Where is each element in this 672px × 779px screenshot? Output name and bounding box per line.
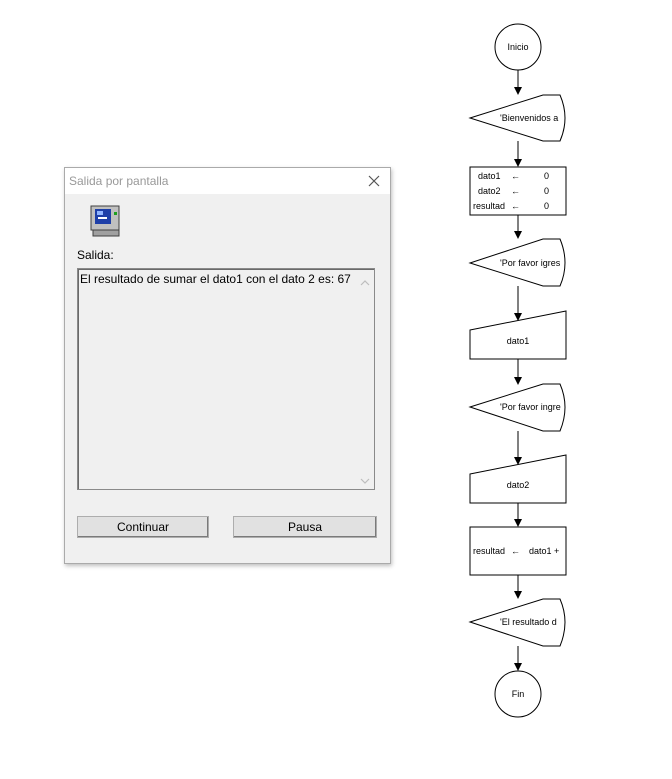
vertical-scrollbar[interactable] — [357, 270, 373, 488]
start-node: Inicio — [494, 23, 542, 71]
input-node-1-label: dato1 — [507, 336, 530, 346]
output-label: Salida: — [77, 248, 114, 262]
output-textarea[interactable]: El resultado de sumar el dato1 con el da… — [77, 268, 375, 490]
output-node-4: 'El resultado d — [468, 598, 566, 647]
output-node-1: 'Bienvenidos a — [468, 94, 566, 142]
dialog-titlebar: Salida por pantalla — [65, 168, 390, 194]
output-node-3: 'Por favor ingre — [468, 383, 566, 432]
chevron-up-icon[interactable] — [360, 275, 370, 286]
assign-var: resultad — [473, 546, 505, 556]
output-node-1-label: 'Bienvenidos a — [500, 113, 558, 123]
input-node-2-label: dato2 — [507, 480, 530, 490]
init-assign-node: dato1 dato2 resultad ← ← ← 0 0 0 — [469, 166, 567, 216]
start-label: Inicio — [507, 42, 528, 52]
assign-expr: dato1 + — [529, 546, 559, 556]
init-value-1: 0 — [544, 171, 549, 181]
sum-assign-node: resultad ← dato1 + — [469, 526, 567, 576]
output-text: El resultado de sumar el dato1 con el da… — [80, 272, 351, 286]
assign-arrow-icon: ← — [511, 201, 520, 211]
output-node-2: 'Por favor igres — [468, 238, 566, 287]
assign-arrow-icon: ← — [511, 546, 520, 556]
input-node-2: dato2 — [469, 454, 567, 504]
computer-icon — [89, 205, 123, 239]
assign-arrow-icon: ← — [511, 171, 520, 181]
output-node-4-label: 'El resultado d — [500, 617, 557, 627]
init-var-3: resultad — [473, 201, 505, 211]
continue-button[interactable]: Continuar — [77, 516, 209, 538]
dialog-title: Salida por pantalla — [69, 174, 169, 188]
end-node: Fin — [494, 670, 542, 718]
init-value-3: 0 — [544, 201, 549, 211]
chevron-down-icon[interactable] — [360, 473, 370, 484]
assign-arrow-icon: ← — [511, 186, 520, 196]
output-node-3-label: 'Por favor ingre — [500, 402, 561, 412]
input-node-1: dato1 — [469, 310, 567, 360]
init-value-2: 0 — [544, 186, 549, 196]
output-dialog: Salida por pantalla Salida: El resultado… — [64, 167, 391, 564]
close-icon[interactable] — [366, 173, 382, 189]
end-label: Fin — [512, 689, 525, 699]
output-node-2-label: 'Por favor igres — [500, 258, 561, 268]
init-var-1: dato1 — [478, 171, 501, 181]
pause-button[interactable]: Pausa — [233, 516, 377, 538]
init-var-2: dato2 — [478, 186, 501, 196]
